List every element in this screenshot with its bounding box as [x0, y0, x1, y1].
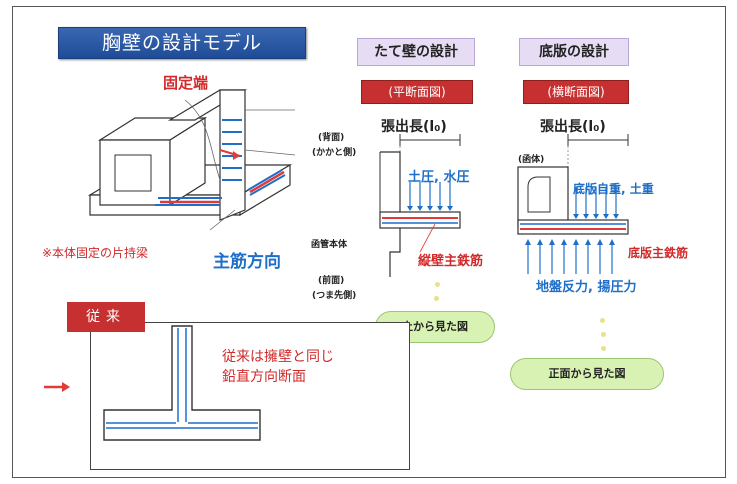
slab-rebar-label: 底版主鉄筋	[628, 246, 689, 260]
conventional-desc-2: 鉛直方向断面	[222, 369, 306, 385]
reaction-arrows	[525, 239, 615, 274]
cloud-dot	[435, 282, 440, 287]
wall-design-header: たて壁の設計	[357, 38, 475, 66]
slab-load-label: 底版自重, 土重	[573, 182, 654, 196]
back-label-1: (背面)	[318, 133, 345, 143]
isometric-model-drawing	[87, 89, 296, 231]
wall-rebar-label: 縦壁主鉄筋	[418, 254, 484, 269]
wall-section-header: (平断面図)	[361, 80, 473, 104]
cloud-dot	[601, 332, 606, 337]
cantilever-note: ※本体固定の片持梁	[42, 246, 149, 260]
rebar-direction-label: 主筋方向	[213, 252, 281, 272]
wall-span-label: 張出長(l₀)	[381, 119, 447, 135]
cloud-dot	[601, 346, 606, 351]
front-view-cloud: 正面から見た図	[510, 358, 664, 390]
conventional-desc-1: 従来は擁壁と同じ	[222, 349, 334, 365]
cloud-dot	[434, 296, 439, 301]
front-label-2: (つま先側)	[312, 291, 357, 301]
earth-pressure-label: 土圧, 水圧	[408, 170, 470, 185]
box-body-label: (函体)	[518, 155, 545, 165]
fixed-end-label: 固定端	[163, 74, 209, 92]
conventional-section-drawing	[103, 325, 261, 441]
conventional-box	[90, 322, 410, 470]
slab-design-header: 底版の設計	[519, 38, 629, 66]
page-title: 胸壁の設計モデル	[58, 27, 306, 59]
slab-section-drawing	[517, 134, 629, 235]
cloud-dot	[600, 318, 605, 323]
wall-body-label: 函管本体	[311, 240, 348, 250]
slab-span-label: 張出長(l₀)	[540, 119, 606, 135]
ground-reaction-label: 地盤反力, 揚圧力	[536, 280, 637, 295]
front-label-1: (前面)	[318, 276, 345, 286]
right-arrow-icon	[44, 382, 70, 392]
slab-section-header: (横断面図)	[523, 80, 629, 104]
back-label-2: (かかと側)	[312, 148, 357, 158]
wall-section-drawing	[379, 134, 461, 277]
conventional-tag: 従来	[67, 302, 145, 332]
